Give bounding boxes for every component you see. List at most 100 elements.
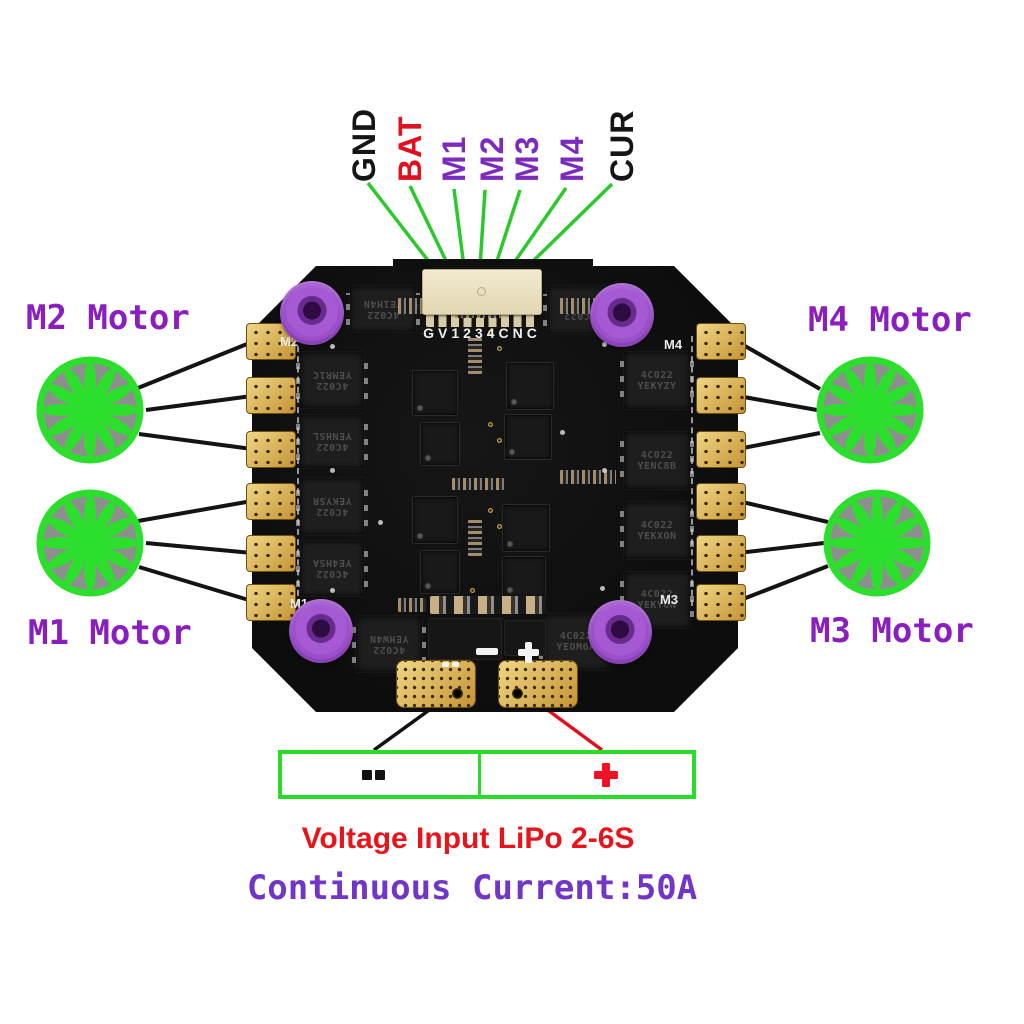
chip-marking: YEMR1C xyxy=(312,369,352,380)
minus-bar xyxy=(375,770,385,780)
ic-chip xyxy=(502,556,546,598)
chip-marking: 4C022 xyxy=(315,506,349,518)
motor-label-m4: M4 Motor xyxy=(808,300,972,340)
motor-icon-m2 xyxy=(40,360,140,460)
plus-bar xyxy=(602,763,610,787)
motor-label-m3: M3 Motor xyxy=(810,611,974,651)
motor-pad xyxy=(246,584,296,621)
motor-icon-m4 xyxy=(820,360,920,460)
solder-dot xyxy=(330,588,335,593)
solder-dot xyxy=(378,520,383,525)
solder-dot xyxy=(560,430,565,435)
solder-dot xyxy=(330,344,335,349)
chip-marking: YEHW4N xyxy=(369,633,409,644)
plus-silk-mark xyxy=(525,642,532,663)
passive-components xyxy=(560,470,616,484)
ic-chip xyxy=(412,370,458,416)
chip-marking: YEKYZY xyxy=(637,380,677,392)
battery-pad-hole xyxy=(452,688,463,699)
silkscreen-dashed-line xyxy=(691,336,693,606)
motor-pad xyxy=(696,535,746,572)
motor-pad xyxy=(696,584,746,621)
passive-components xyxy=(468,520,482,556)
mounting-grommet xyxy=(588,600,652,664)
via xyxy=(488,422,493,427)
chip-marking: 4C022 xyxy=(640,519,674,531)
battery-pointer-lines xyxy=(372,706,604,752)
via xyxy=(497,438,502,443)
pin-label-m3: M3 xyxy=(509,135,545,182)
motor-wire-lines xyxy=(137,340,829,603)
battery-polarity-box xyxy=(278,750,696,799)
chip-marking: YEKXON xyxy=(637,530,677,542)
connector-silk-label: GV1234CNC xyxy=(423,325,541,341)
ic-chip xyxy=(420,422,460,466)
passive-components xyxy=(452,478,504,490)
via xyxy=(488,508,493,513)
minus-silk-mark xyxy=(476,648,498,655)
ic-chip xyxy=(506,362,554,410)
via xyxy=(470,588,475,593)
ic-chip xyxy=(420,550,460,594)
chip-marking: YE4HSA xyxy=(312,557,352,569)
via xyxy=(488,330,493,335)
battery-pad-hole xyxy=(512,688,523,699)
via xyxy=(497,524,502,529)
mounting-grommet xyxy=(289,599,353,663)
chip-marking: 4C022 xyxy=(366,309,400,320)
chip-marking: YEKYON xyxy=(637,600,677,611)
chip-marking: 4C022 xyxy=(315,568,349,580)
motor-pad xyxy=(696,377,746,414)
box-divider xyxy=(478,754,481,795)
chip-marking: 4C022 xyxy=(559,631,593,642)
chip-marking: 4C022 xyxy=(640,589,674,600)
chip-marking: YEKYSR xyxy=(312,495,352,507)
motor-pad xyxy=(246,483,296,520)
motor-label-m1: M1 Motor xyxy=(28,613,192,653)
plus-symbol xyxy=(594,763,618,787)
continuous-current-caption: Continuous Current:50A xyxy=(246,868,698,908)
connector-pins xyxy=(426,312,538,327)
silk-dash xyxy=(452,662,459,667)
pin-wire-lines xyxy=(366,181,614,269)
voltage-input-caption: Voltage Input LiPo 2-6S xyxy=(301,822,635,855)
signal-connector xyxy=(422,269,542,315)
motor-pad xyxy=(696,323,746,360)
minus-symbol xyxy=(362,770,385,780)
corner-silk-m3: M3 xyxy=(660,592,679,607)
chip-marking: YENHSL xyxy=(312,430,352,442)
battery-plus-pad xyxy=(498,660,578,708)
silkscreen-dashed-line xyxy=(297,336,299,606)
mounting-grommet xyxy=(590,283,654,347)
chip-marking: 4C022 xyxy=(315,441,349,453)
passive-components xyxy=(468,338,482,374)
solder-dot xyxy=(600,586,605,591)
motor-label-m2: M2 Motor xyxy=(26,298,190,338)
motor-icon-m3 xyxy=(827,493,927,593)
battery-minus-pad xyxy=(396,660,476,708)
corner-silk-m4: M4 xyxy=(664,337,683,352)
solder-dot xyxy=(602,342,607,347)
passive-components xyxy=(398,598,426,612)
solder-dot xyxy=(602,468,607,473)
via xyxy=(497,346,502,351)
solder-dot xyxy=(330,468,335,473)
motor-pad xyxy=(246,377,296,414)
pin-label-m4: M4 xyxy=(554,135,590,182)
motor-icon-m1 xyxy=(40,493,140,593)
chip-marking: 4C022 xyxy=(315,380,349,391)
motor-pad xyxy=(246,535,296,572)
mounting-grommet xyxy=(280,281,344,345)
chip-marking: 4C022 xyxy=(372,644,406,655)
motor-pad xyxy=(696,483,746,520)
chip-marking: YEOM6A xyxy=(556,642,596,653)
pin-label-m2: M2 xyxy=(474,135,510,182)
chip-marking: YE1H4N xyxy=(363,298,403,309)
